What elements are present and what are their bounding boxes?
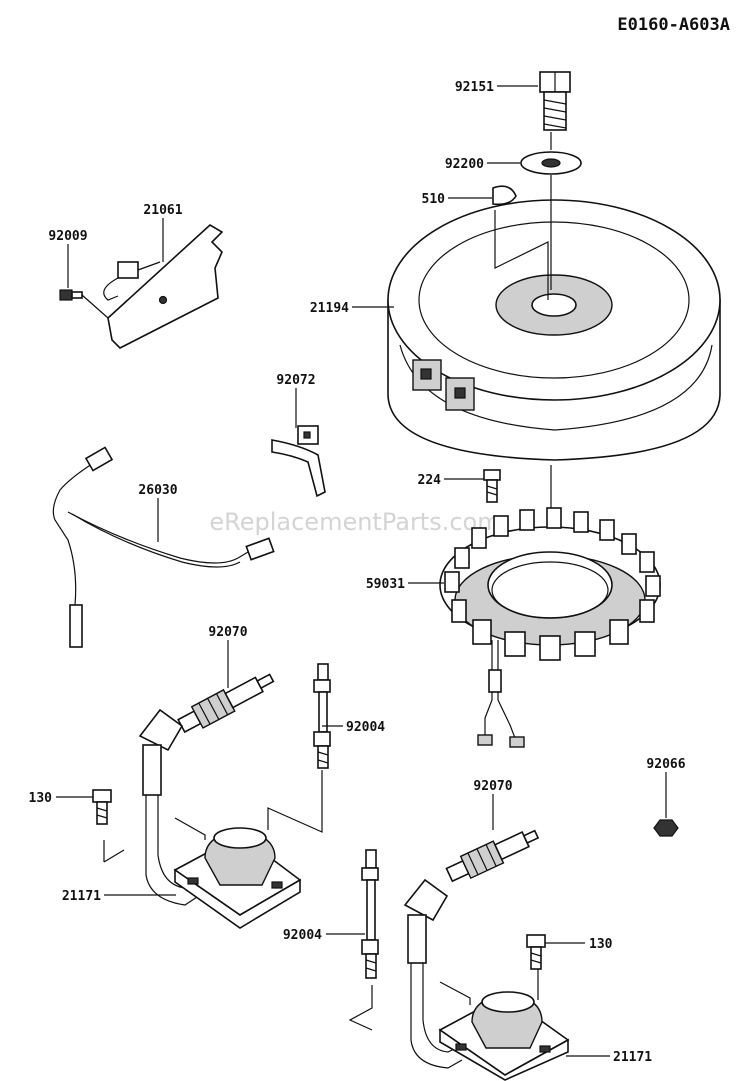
callout-clamp: 92072 bbox=[276, 373, 315, 388]
key-part[interactable] bbox=[492, 185, 517, 206]
coil-right-part[interactable] bbox=[438, 991, 570, 1081]
stud-right-part[interactable] bbox=[361, 849, 379, 979]
stator-lead-wires bbox=[477, 640, 525, 748]
clamp-part[interactable] bbox=[271, 425, 326, 498]
spark-plug-right-part[interactable] bbox=[444, 823, 541, 885]
leader-lines bbox=[56, 85, 667, 1057]
callout-spark-plug-right: 92070 bbox=[473, 779, 512, 794]
spark-plug-left-part[interactable] bbox=[176, 667, 277, 736]
callout-spark-plug-left: 92070 bbox=[208, 625, 247, 640]
harness-part[interactable] bbox=[52, 446, 275, 648]
bolt-top-part[interactable] bbox=[539, 71, 571, 131]
washer-part[interactable] bbox=[520, 151, 582, 175]
callout-nut: 92066 bbox=[646, 757, 685, 772]
coil-bolt-right-part[interactable] bbox=[526, 934, 546, 970]
flywheel-part[interactable] bbox=[387, 199, 721, 461]
watermark: eReplacementParts.com bbox=[209, 508, 500, 536]
reference-code: E0160-A603A bbox=[617, 15, 730, 35]
coil-left-wire bbox=[138, 708, 201, 906]
callout-washer: 92200 bbox=[445, 157, 484, 172]
callout-coil-bolt-right: 130 bbox=[589, 937, 613, 952]
callout-bolt-top: 92151 bbox=[455, 80, 494, 95]
callout-bracket-screw: 92009 bbox=[48, 229, 87, 244]
callout-stud-right: 92004 bbox=[283, 928, 322, 943]
bracket-part[interactable] bbox=[103, 224, 224, 349]
coil-right-wire bbox=[403, 878, 463, 1069]
callout-stud-left: 92004 bbox=[346, 720, 385, 735]
callout-coil-right: 21171 bbox=[613, 1050, 652, 1065]
callout-harness: 26030 bbox=[138, 483, 177, 498]
callout-bracket: 21061 bbox=[143, 203, 182, 218]
coil-bolt-left-part[interactable] bbox=[92, 789, 112, 825]
stud-left-part[interactable] bbox=[313, 663, 331, 769]
coil-left-part[interactable] bbox=[173, 817, 302, 929]
callout-key: 510 bbox=[422, 192, 446, 207]
callout-flywheel: 21194 bbox=[310, 301, 349, 316]
callout-coil-bolt-left: 130 bbox=[29, 791, 53, 806]
callout-coil-left: 21171 bbox=[62, 889, 101, 904]
callout-stator: 59031 bbox=[366, 577, 405, 592]
nut-part[interactable] bbox=[653, 819, 679, 837]
stator-bolt-part[interactable] bbox=[483, 469, 501, 503]
stator-part[interactable] bbox=[439, 507, 661, 661]
callout-stator-bolt: 224 bbox=[418, 473, 442, 488]
bracket-screw-part[interactable] bbox=[59, 289, 109, 319]
